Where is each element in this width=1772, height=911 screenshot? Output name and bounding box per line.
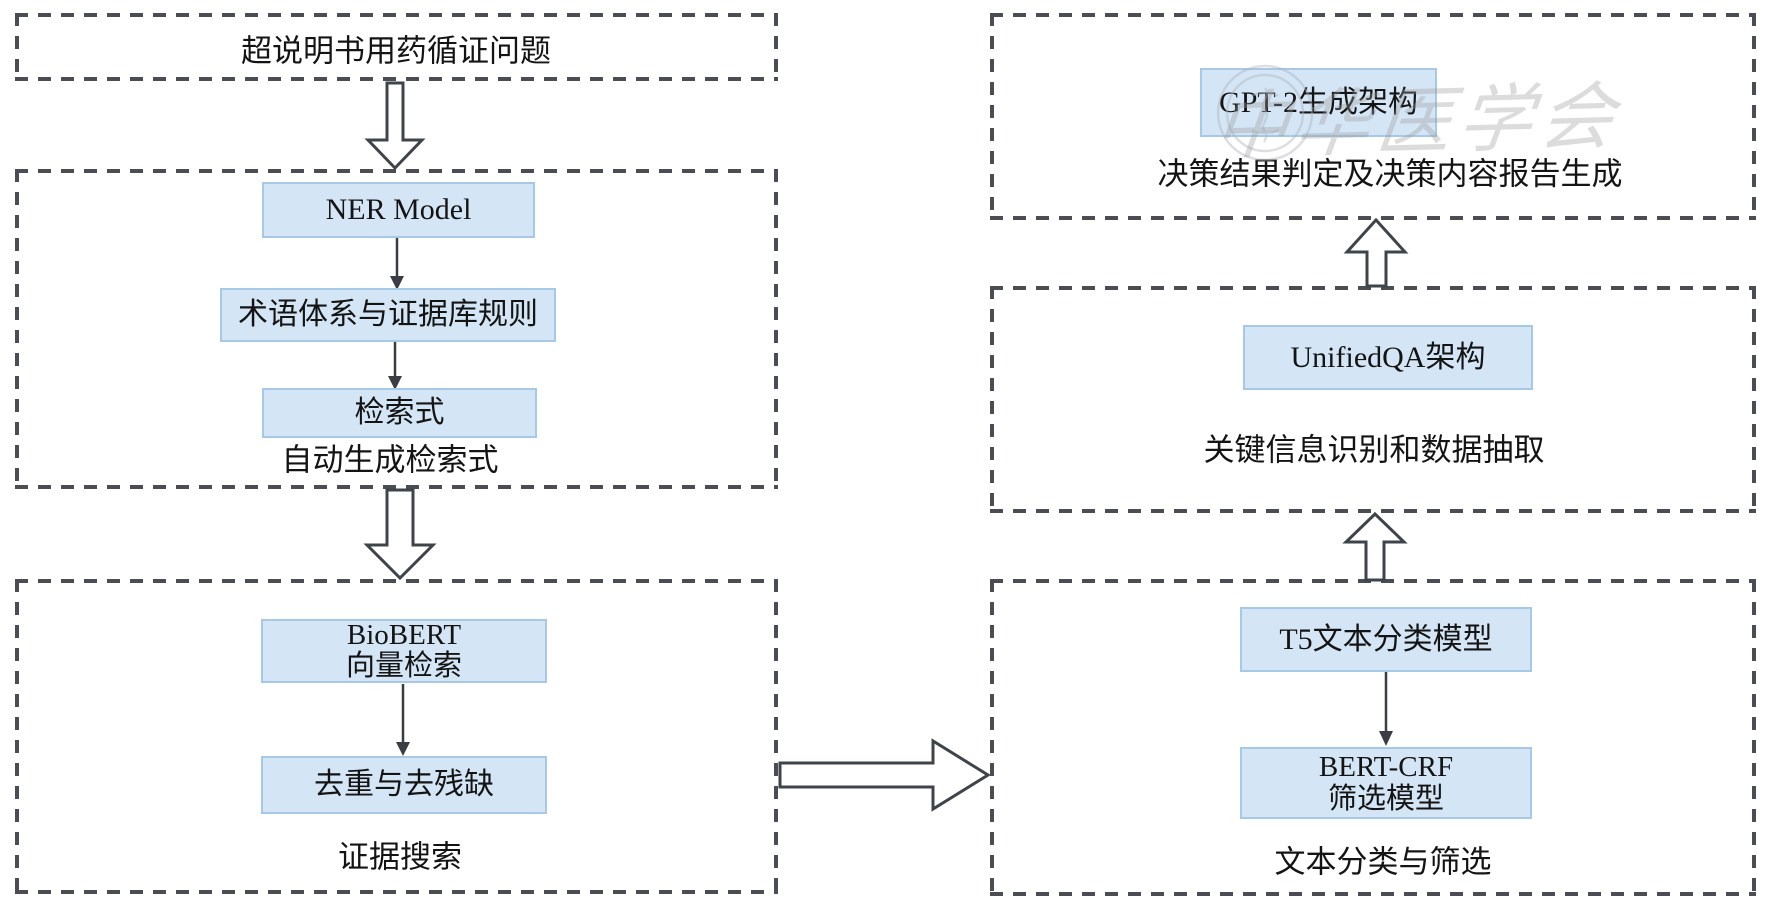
node-terminology-rules: 术语体系与证据库规则: [220, 288, 556, 342]
block-arrow-query-to-evidence-icon: [363, 488, 437, 581]
evidence-search-label: 证据搜索: [338, 839, 462, 875]
node-dedup-clean-label: 去重与去残缺: [314, 768, 494, 801]
problem-title: 超说明书用药循证问题: [241, 33, 551, 69]
block-arrow-problem-to-query-icon: [364, 81, 426, 171]
node-biobert-line1: BioBERT: [346, 619, 462, 651]
query-generation-label: 自动生成检索式: [281, 442, 499, 478]
block-arrow-extraction-to-report-icon: [1343, 217, 1409, 288]
stage-problem: [15, 13, 778, 81]
node-bertcrf-line1: BERT-CRF: [1318, 751, 1454, 783]
node-search-query: 检索式: [262, 388, 537, 438]
extraction-label: 关键信息识别和数据抽取: [1203, 432, 1545, 468]
node-gpt2-generator: GPT-2生成架构: [1200, 68, 1437, 137]
node-biobert-vector-search: BioBERT 向量检索: [261, 619, 547, 683]
classification-label: 文本分类与筛选: [1274, 844, 1492, 880]
node-ner-model-label: NER Model: [325, 193, 472, 226]
node-gpt2-generator-label: GPT-2生成架构: [1219, 85, 1418, 119]
stage-info-extraction: [990, 286, 1756, 513]
node-t5-classifier: T5文本分类模型: [1240, 607, 1532, 672]
block-arrow-classification-to-extraction-icon: [1342, 511, 1408, 582]
report-label: 决策结果判定及决策内容报告生成: [1157, 156, 1623, 192]
node-biobert-line2: 向量检索: [345, 650, 462, 682]
node-dedup-clean: 去重与去残缺: [261, 756, 547, 814]
node-search-query-label: 检索式: [354, 396, 445, 429]
node-unifiedqa: UnifiedQA架构: [1243, 325, 1533, 390]
stage-report-generation: [990, 13, 1756, 220]
stage-text-classification: [990, 579, 1756, 896]
node-bertcrf-line2: 筛选模型: [1327, 783, 1444, 815]
node-terminology-rules-label: 术语体系与证据库规则: [238, 298, 538, 331]
node-ner-model: NER Model: [262, 182, 535, 238]
node-bertcrf-screening: BERT-CRF 筛选模型: [1240, 747, 1532, 819]
block-arrow-evidence-to-classification-icon: [778, 738, 991, 812]
node-unifiedqa-label: UnifiedQA架构: [1290, 340, 1486, 374]
node-t5-classifier-label: T5文本分类模型: [1279, 622, 1493, 656]
